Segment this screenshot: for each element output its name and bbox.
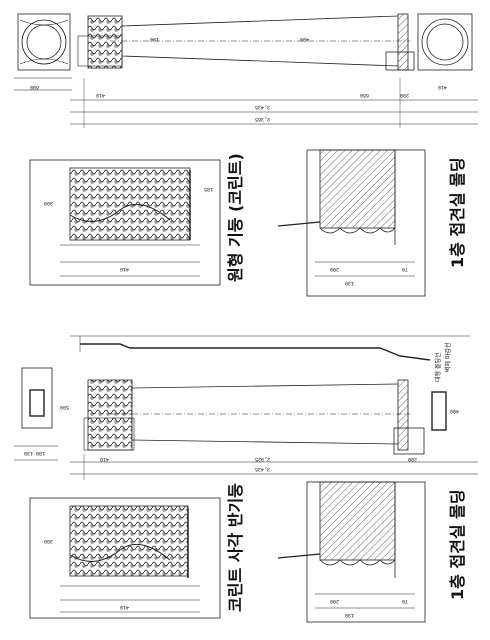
detail-dim-130-top: 130 [345, 280, 355, 286]
dim-top-overall: 3,435 [255, 104, 271, 110]
dim-bottom-500: 500 [60, 404, 70, 410]
detail-dim-185: 185 [204, 186, 214, 192]
detail-dim-410-top: 410 [120, 266, 130, 272]
dim-bottom-400: 400 [450, 408, 460, 414]
molding-title-top: 1층 접견실 몰딩 [448, 157, 467, 268]
molding-detail-bottom [277, 481, 426, 623]
square-column-title: 코린트 사각 반기둥 [226, 483, 245, 612]
detail-dim-300-top: 300 [44, 200, 54, 206]
dim-bottom-base: 200 [408, 456, 418, 462]
dim-top-shaft: 2,365 [255, 116, 271, 122]
detail-dim-70-bottom: 70 [402, 598, 409, 604]
dim-bottom-overall: 3,435 [255, 466, 271, 472]
dim-bottom-100: 100 [36, 450, 46, 456]
note-wall-line: 벽체 마감선 [445, 342, 452, 372]
square-column-elevation [14, 335, 478, 480]
detail-dim-410-bottom: 410 [120, 604, 130, 610]
round-column-elevation [14, 13, 478, 128]
dim-bottom-shaft: 2,925 [255, 456, 271, 462]
dim-top-base: 200 [400, 92, 410, 98]
detail-dim-70-top: 70 [402, 266, 409, 272]
detail-dim-200-top: 200 [330, 266, 340, 272]
round-capital-detail-box [29, 159, 221, 286]
detail-dim-130-bottom: 130 [345, 612, 355, 618]
molding-detail-top [277, 149, 426, 297]
detail-dim-300-bottom: 300 [44, 538, 54, 544]
note-molding-line: 대형 몰딩선 [435, 352, 442, 382]
round-column-title: 원형 기둥 (코린트) [226, 153, 245, 282]
square-capital-detail-box [29, 497, 221, 619]
dim-top-660: 660 [360, 92, 370, 98]
dim-top-cap: 410 [96, 92, 106, 98]
dim-top-410: 410 [438, 84, 448, 90]
dim-bottom-cap: 410 [100, 456, 110, 462]
dim-bottom-130: 130 [24, 450, 34, 456]
detail-dim-200-bottom: 200 [330, 598, 340, 604]
dim-top-190: 190 [150, 36, 160, 42]
molding-title-bottom: 1층 접견실 몰딩 [448, 489, 467, 600]
dim-top-490: 490 [300, 36, 310, 42]
dim-top-600: 600 [30, 84, 40, 90]
